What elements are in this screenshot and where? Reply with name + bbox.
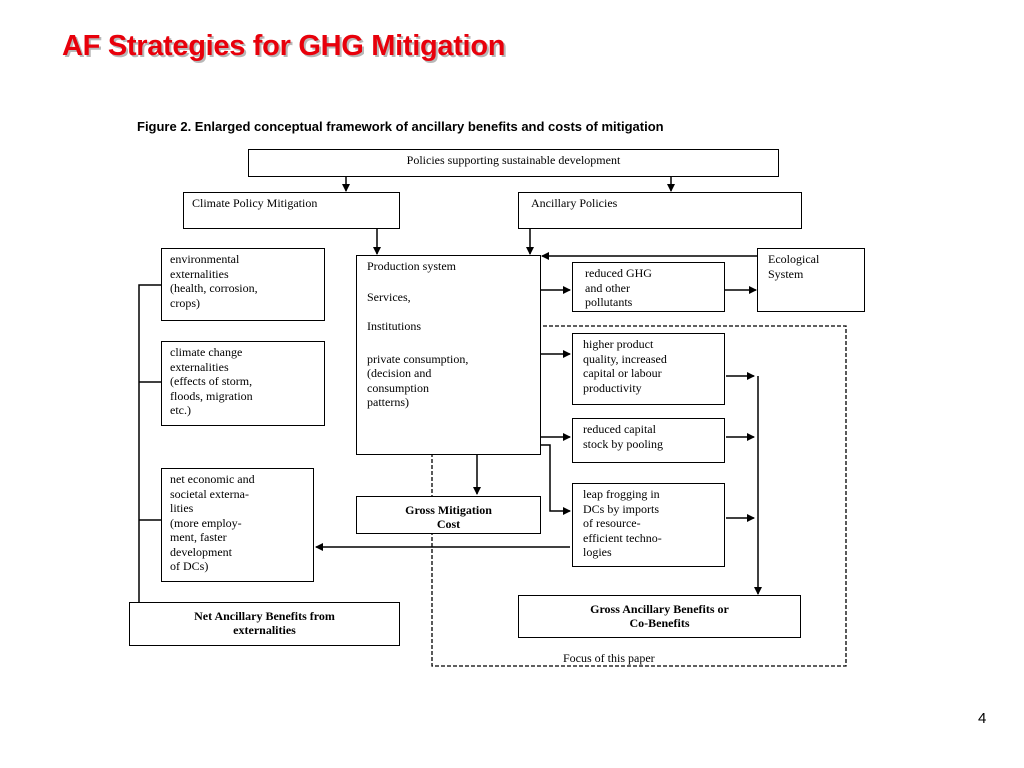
box-environmental-externalities: environmental externalities (health, cor… (161, 248, 325, 321)
box-climate-change-text: climate change externalities (effects of… (170, 345, 253, 417)
box-net-ancillary-text: Net Ancillary Benefits from externalitie… (194, 609, 335, 637)
box-net-economic-externalities: net economic and societal externa- litie… (161, 468, 314, 582)
box-gross-mitigation-cost: Gross Mitigation Cost (356, 496, 541, 534)
page-number: 4 (978, 710, 987, 727)
box-policies: Policies supporting sustainable developm… (248, 149, 779, 177)
box-leap-frogging: leap frogging in DCs by imports of resou… (572, 483, 725, 567)
box-higher-product-quality: higher product quality, increased capita… (572, 333, 725, 405)
box-ecological-text: Ecological System (768, 252, 820, 281)
box-gross-mitigation-text: Gross Mitigation Cost (405, 503, 492, 531)
box-gross-ancillary-text: Gross Ancillary Benefits or Co-Benefits (590, 602, 729, 630)
box-higher-product-text: higher product quality, increased capita… (583, 337, 667, 395)
box-climate-policy-text: Climate Policy Mitigation (192, 196, 318, 210)
box-gross-ancillary-benefits: Gross Ancillary Benefits or Co-Benefits (518, 595, 801, 638)
production-system-label: Production system (367, 259, 456, 273)
box-policies-text: Policies supporting sustainable developm… (406, 153, 621, 167)
box-reduced-capital-text: reduced capital stock by pooling (583, 422, 663, 451)
box-climate-policy: Climate Policy Mitigation (183, 192, 400, 229)
institutions-label: Institutions (367, 319, 422, 333)
left-bracket-line (138, 284, 161, 604)
arrow-production-to-leap-frogging (540, 444, 571, 515)
box-production-system: Production system Services, Institutions… (356, 255, 541, 455)
box-net-economic-text: net economic and societal externa- litie… (170, 472, 255, 573)
box-ecological-system: Ecological System (757, 248, 865, 312)
figure-caption: Figure 2. Enlarged conceptual framework … (137, 119, 664, 134)
private-consumption-label: private consumption, (decision and consu… (367, 351, 469, 410)
focus-dashed-region (431, 325, 847, 667)
slide-title: AF Strategies for GHG Mitigation (62, 30, 506, 62)
focus-of-paper-label: Focus of this paper (563, 651, 655, 665)
box-ancillary-policies-text: Ancillary Policies (531, 196, 618, 210)
box-reduced-ghg-text: reduced GHG and other pollutants (585, 266, 652, 309)
box-net-ancillary-benefits: Net Ancillary Benefits from externalitie… (129, 602, 400, 646)
services-label: Services, (367, 289, 411, 304)
box-leap-frogging-text: leap frogging in DCs by imports of resou… (583, 487, 662, 559)
box-climate-change-externalities: climate change externalities (effects of… (161, 341, 325, 426)
box-ancillary-policies: Ancillary Policies (518, 192, 802, 229)
box-environmental-text: environmental externalities (health, cor… (170, 252, 258, 310)
box-reduced-capital-stock: reduced capital stock by pooling (572, 418, 725, 463)
box-reduced-ghg: reduced GHG and other pollutants (572, 262, 725, 312)
